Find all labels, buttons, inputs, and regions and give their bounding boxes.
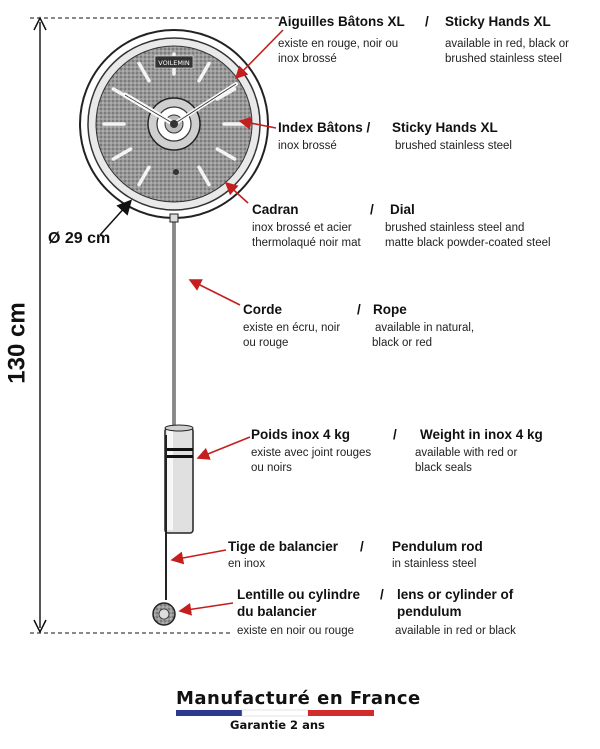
hands-desc-fr-2: inox brossé [278, 53, 337, 65]
weight-desc-en-2: black seals [415, 462, 472, 474]
rod-desc-fr: en inox [228, 558, 266, 570]
rod-slash: / [360, 539, 364, 554]
hands-title-en: Sticky Hands XL [445, 14, 551, 29]
diameter-arrow [99, 199, 133, 236]
rope-desc-fr-1: existe en écru, noir [243, 322, 341, 334]
clock-face: VOILEMIN [79, 29, 269, 219]
hands-desc-fr-1: existe en rouge, noir ou [278, 38, 399, 50]
height-label: 130 cm [4, 302, 31, 384]
weight-desc-en-1: available with red or [415, 447, 518, 459]
weight [164, 424, 194, 534]
hands-slash: / [425, 14, 429, 29]
rope-desc-en-1: available in natural, [375, 322, 475, 334]
index-desc-en: brushed stainless steel [395, 140, 512, 152]
weight-slash: / [393, 427, 397, 442]
height-arrow-top [33, 16, 47, 31]
dial-brand: VOILEMIN [158, 59, 190, 67]
index-desc-fr: inox brossé [278, 140, 337, 152]
rope-title-en: Rope [373, 302, 407, 317]
weight-title-fr: Poids inox 4 kg [251, 427, 351, 442]
footer-made-in-france: Manufacturé en France [176, 688, 421, 709]
hands-desc-en-2: brushed stainless steel [445, 53, 562, 65]
footer-guarantee: Garantie 2 ans [230, 718, 325, 732]
lens-slash: / [380, 587, 384, 602]
rope-desc-en-2: black or red [372, 337, 433, 349]
lens-desc-fr: existe en noir ou rouge [237, 625, 354, 637]
hands-title-fr: Aiguilles Bâtons XL [278, 14, 405, 29]
rope-slash: / [357, 302, 361, 317]
index-title-fr: Index Bâtons / [278, 120, 371, 135]
lens-title-fr-1: Lentille ou cylindre [237, 587, 361, 602]
flag-white [241, 709, 309, 717]
dial-desc-fr-1: inox brossé et acier [252, 222, 352, 234]
pendulum-lens [152, 602, 176, 626]
dial-desc-en-2: matte black powder-coated steel [385, 237, 551, 249]
lens-desc-en: available in red or black [395, 625, 516, 637]
index-title-en: Sticky Hands XL [392, 120, 498, 135]
dial-title-en: Dial [390, 202, 415, 217]
lens-title-en-1: lens or cylinder of [397, 587, 514, 602]
rope-desc-fr-2: ou rouge [243, 337, 289, 349]
rope-title-fr: Corde [243, 302, 283, 317]
weight-desc-fr-1: existe avec joint rouges [251, 447, 372, 459]
dial-desc-fr-2: thermolaqué noir mat [252, 237, 361, 249]
dial-slash: / [370, 202, 374, 217]
callout-arrows [170, 29, 284, 616]
rod-desc-en: in stainless steel [392, 558, 477, 570]
height-arrow-bottom [33, 619, 47, 634]
dial-title-fr: Cadran [252, 202, 299, 217]
diameter-label: Ø 29 cm [48, 230, 111, 247]
rod-title-en: Pendulum rod [392, 539, 483, 554]
hands-desc-en-1: available in red, black or [445, 38, 570, 50]
flag-red [308, 710, 374, 716]
lens-title-en-2: pendulum [397, 604, 462, 619]
dial-desc-en-1: brushed stainless steel and [385, 222, 525, 234]
weight-desc-fr-2: ou noirs [251, 462, 292, 474]
lens-title-fr-2: du balancier [237, 604, 317, 619]
weight-title-en: Weight in inox 4 kg [420, 427, 543, 442]
flag-blue [176, 710, 242, 716]
rod-title-fr: Tige de balancier [228, 539, 339, 554]
